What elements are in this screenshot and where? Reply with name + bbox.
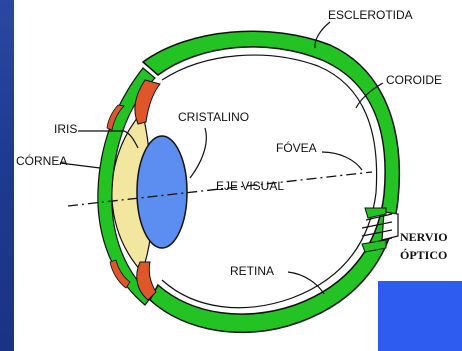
label-esclerotida: ESCLEROTIDA bbox=[328, 8, 413, 22]
label-optico: ÓPTICO bbox=[400, 248, 447, 262]
lens bbox=[137, 136, 187, 248]
label-retina: RETINA bbox=[230, 264, 274, 278]
leader-fovea bbox=[322, 152, 362, 170]
label-iris: IRIS bbox=[54, 122, 77, 136]
label-eje-visual: EJE VISUAL bbox=[216, 179, 284, 193]
label-cornea: CÓRNEA bbox=[16, 153, 67, 168]
leader-cristalino bbox=[190, 128, 206, 178]
label-coroide: COROIDE bbox=[386, 73, 442, 87]
label-cristalino: CRISTALINO bbox=[178, 110, 249, 124]
leader-retina bbox=[288, 272, 324, 294]
label-nervio: NERVIO bbox=[400, 230, 448, 244]
label-fovea: FÓVEA bbox=[276, 140, 317, 155]
